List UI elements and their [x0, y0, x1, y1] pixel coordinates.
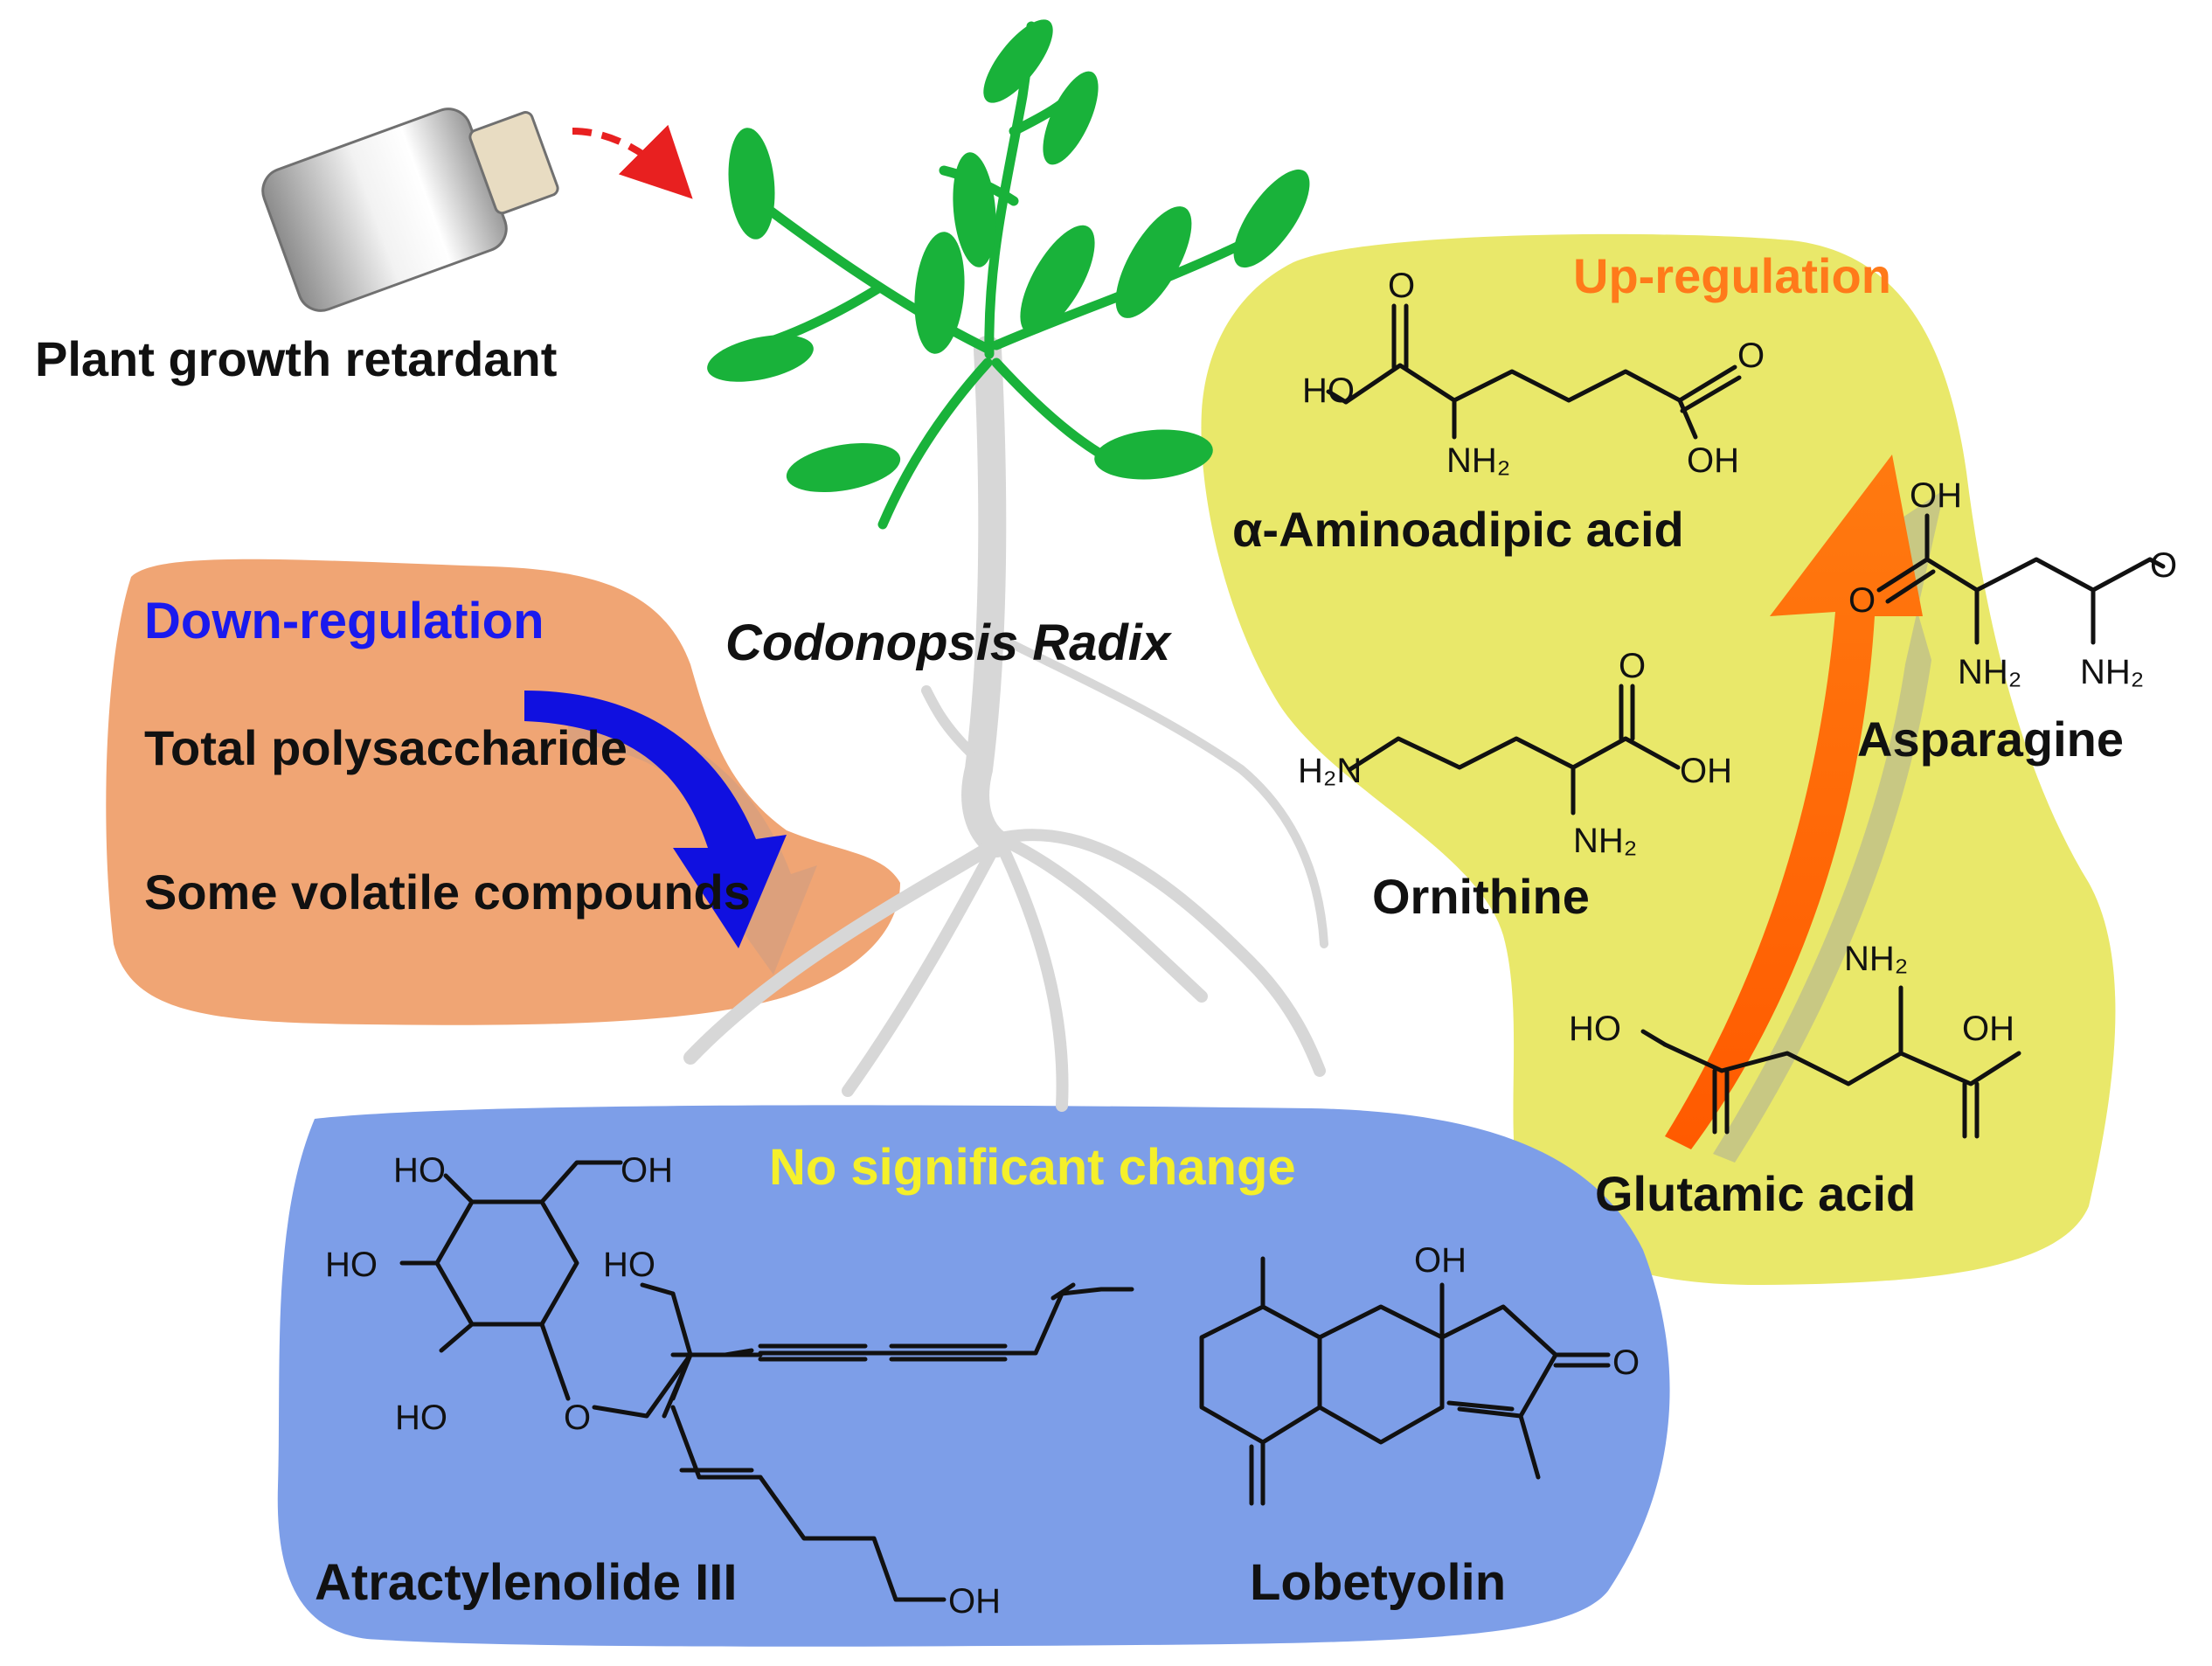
treatment-label: Plant growth retardant: [35, 331, 557, 386]
atractylenolide-atom-oh1: OH: [621, 1151, 673, 1190]
aminoadipic-atom-ho: HO: [1302, 371, 1355, 410]
structure-atractylenolide-iii: HO OH HO HO HO O OH: [325, 1151, 1134, 1621]
atractylenolide-atom-ho1: HO: [393, 1151, 446, 1190]
lobetyolin-atom-o: O: [1612, 1343, 1640, 1382]
spray-arrow: [572, 124, 693, 199]
asparagine-atom-nh2-b: NH₂: [2080, 653, 2144, 691]
structure-glutamic-acid: NH₂ HO OH: [1569, 940, 2021, 1139]
no-change-panel: [277, 1105, 1670, 1647]
glutamic-atom-oh: OH: [1962, 1010, 2014, 1048]
glutamic-atom-ho: HO: [1569, 1010, 1621, 1048]
compound-label-glutamic: Glutamic acid: [1595, 1166, 1916, 1221]
root-system: [683, 336, 1328, 1112]
ornithine-atom-oh: OH: [1680, 752, 1732, 790]
down-regulation-panel: [106, 559, 900, 1025]
ornithine-atom-h2n: H₂N: [1298, 752, 1362, 790]
compound-label-atractylenolide: Atractylenolide III: [315, 1554, 737, 1611]
no-change-heading: No significant change: [769, 1139, 1296, 1196]
atractylenolide-atom-ho4: HO: [603, 1246, 655, 1284]
aminoadipic-atom-oh: OH: [1687, 441, 1739, 480]
compound-label-ornithine: Ornithine: [1372, 869, 1590, 924]
plant-label: Codonopsis Radix: [725, 614, 1173, 671]
atractylenolide-atom-oh2: OH: [948, 1582, 1001, 1621]
structure-ornithine: H₂N O OH NH₂: [1298, 647, 1732, 860]
structure-asparagine: OH O O NH₂ NH₂: [1848, 476, 2177, 691]
ornithine-atom-nh2: NH₂: [1573, 822, 1637, 860]
aminoadipic-atom-o2: O: [1737, 337, 1765, 375]
plant-icon: [683, 19, 1328, 1112]
up-regulation-arrow: [1665, 455, 1923, 1149]
compound-label-lobetyolin: Lobetyolin: [1250, 1554, 1506, 1611]
down-regulation-heading: Down-regulation: [144, 593, 544, 649]
up-regulation-arrow-shadow: [1713, 489, 1945, 1163]
shoot-system: [707, 19, 1310, 530]
down-item-volatiles: Some volatile compounds: [144, 864, 751, 920]
compound-label-asparagine: Asparagine: [1857, 712, 2124, 767]
ornithine-atom-o: O: [1619, 647, 1646, 685]
aminoadipic-atom-nh2: NH₂: [1446, 441, 1510, 480]
spray-bottle-icon: [261, 108, 559, 312]
atractylenolide-atom-o: O: [564, 1399, 591, 1437]
lobetyolin-atom-oh: OH: [1414, 1241, 1467, 1280]
compound-label-aminoadipic: α-Aminoadipic acid: [1232, 502, 1684, 557]
aminoadipic-atom-o1: O: [1388, 267, 1415, 305]
asparagine-atom-nh2-a: NH₂: [1958, 653, 2021, 691]
atractylenolide-atom-ho2: HO: [325, 1246, 378, 1284]
asparagine-atom-o1: O: [1848, 581, 1876, 620]
atractylenolide-atom-ho3: HO: [395, 1399, 447, 1437]
up-regulation-heading: Up-regulation: [1573, 248, 1891, 303]
down-regulation-arrow: [524, 691, 787, 948]
asparagine-atom-oh: OH: [1910, 476, 1962, 515]
structure-lobetyolin: OH O: [1199, 1241, 1640, 1506]
glutamic-atom-nh2: NH₂: [1844, 940, 1908, 978]
structure-aminoadipic-acid: O HO NH₂ O OH: [1302, 267, 1765, 480]
down-item-polysaccharide: Total polysaccharide: [144, 720, 628, 775]
asparagine-atom-o2: O: [2150, 546, 2177, 585]
